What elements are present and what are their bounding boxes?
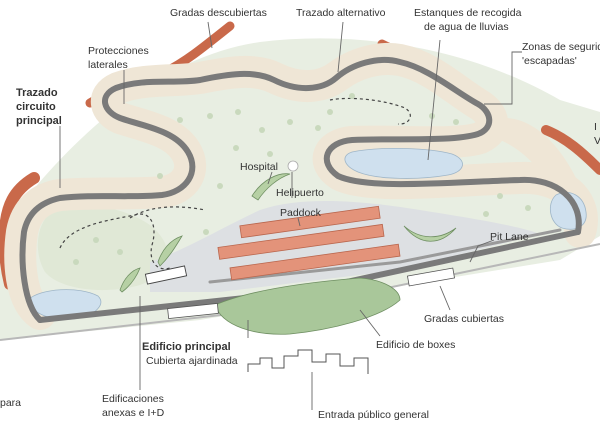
alternative-track-top — [329, 97, 411, 125]
label-edificaciones-1: Edificaciones — [102, 393, 164, 405]
label-cut-right-2: V — [594, 135, 600, 147]
grandstand-far-right — [541, 125, 600, 175]
main-building-garden-roof — [214, 277, 401, 335]
covered-stand-right — [407, 267, 455, 287]
label-edificaciones-2: anexas e I+D — [102, 407, 165, 419]
label-zonas-1: Zonas de seguridad — [522, 41, 600, 53]
label-trazado-alternativo: Trazado alternativo — [296, 7, 386, 19]
green-leaf-hospital — [251, 173, 291, 201]
label-trazado-principal-1: Trazado — [16, 87, 58, 99]
label-trazado-principal-2: circuito — [16, 101, 56, 113]
annex-building — [144, 265, 188, 285]
label-edificio-boxes: Edificio de boxes — [376, 339, 455, 351]
main-track — [19, 56, 582, 323]
public-entrance-outline — [247, 349, 369, 374]
leader-lines — [59, 21, 522, 410]
label-pit-lane: Pit Lane — [490, 231, 529, 243]
label-estanques-2: de agua de lluvias — [424, 21, 509, 33]
label-edificio-principal: Edificio principal — [142, 341, 231, 353]
boxes-bar-3 — [229, 243, 401, 281]
pit-lane — [208, 228, 562, 284]
green-leaf-right — [403, 225, 457, 242]
pond-center — [344, 148, 463, 179]
label-cut-right-1: I — [594, 121, 597, 133]
label-gradas-descubiertas: Gradas descubiertas — [170, 7, 267, 19]
label-zonas-2: 'escapadas' — [522, 55, 577, 67]
label-hospital: Hospital — [240, 161, 278, 173]
green-leaf-left — [119, 267, 141, 293]
alternative-track-link — [129, 206, 206, 219]
label-entrada-publico: Entrada público general — [318, 409, 429, 421]
trees — [73, 93, 531, 265]
label-paddock: Paddock — [280, 207, 322, 219]
label-protecciones-1: Protecciones — [88, 45, 149, 57]
label-gradas-cubiertas: Gradas cubiertas — [424, 313, 504, 325]
label-helipuerto: Helipuerto — [276, 187, 324, 199]
helipad — [287, 160, 299, 172]
label-cut-para: para — [0, 397, 21, 409]
label-trazado-principal-3: principal — [16, 115, 62, 127]
green-leaf-center-left — [157, 235, 183, 267]
covered-stand-left — [167, 302, 219, 320]
boxes-bar-2 — [217, 223, 385, 260]
left-grass-island — [37, 206, 168, 291]
label-cubierta-ajardinada: Cubierta ajardinada — [146, 355, 238, 367]
label-protecciones-2: laterales — [88, 59, 128, 71]
boxes-bar-1 — [239, 205, 381, 239]
label-estanques-1: Estanques de recogida — [414, 7, 522, 19]
